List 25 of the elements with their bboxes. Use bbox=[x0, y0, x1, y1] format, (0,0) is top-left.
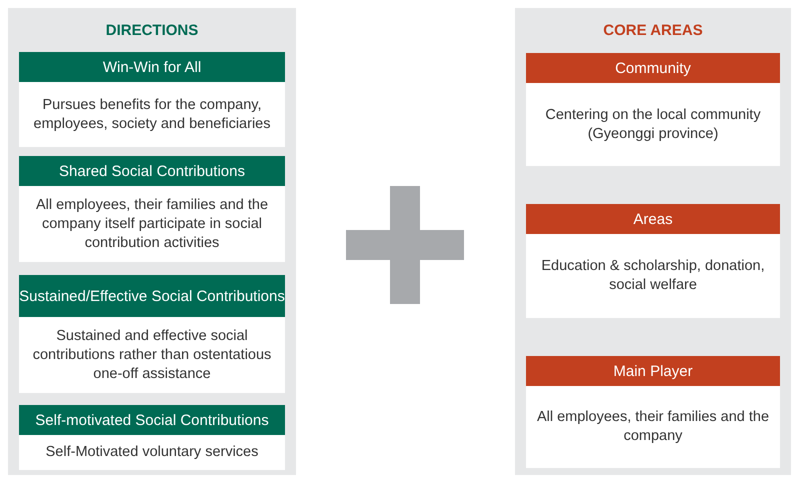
card-text: Centering on the local community (Gyeonggi province) bbox=[544, 106, 762, 144]
card-heading: Main Player bbox=[526, 356, 780, 386]
card bbox=[19, 52, 285, 147]
card-heading: Areas bbox=[526, 204, 780, 234]
card bbox=[19, 405, 285, 470]
card-text: Pursues benefits for the company, employees, society and beneficiaries bbox=[32, 96, 272, 134]
card-heading: Self-motivated Social Contributions bbox=[19, 405, 285, 435]
card-text: Sustained and effective social contributions rather than ostentatious one-off assistance bbox=[32, 326, 272, 384]
card-heading: Shared Social Contributions bbox=[19, 156, 285, 186]
card-text: Self-Motivated voluntary services bbox=[44, 443, 260, 462]
card bbox=[526, 204, 780, 318]
card bbox=[526, 53, 780, 166]
card-heading: Community bbox=[526, 53, 780, 83]
panel-background bbox=[515, 8, 791, 475]
card-text: All employees, their families and the company itself participate in social contribution activities bbox=[34, 196, 270, 252]
card-heading: Win-Win for All bbox=[19, 52, 285, 82]
card-heading: Sustained/Effective Social Contributions bbox=[19, 275, 285, 317]
card bbox=[19, 156, 285, 262]
panel-title: DIRECTIONS bbox=[104, 22, 200, 39]
card-text: Education & scholarship, donation, social welfare bbox=[540, 257, 766, 295]
panel-title: CORE AREAS bbox=[602, 22, 704, 39]
card bbox=[526, 356, 780, 468]
card-text: All employees, their families and the company bbox=[536, 408, 770, 446]
card bbox=[19, 275, 285, 393]
panel-background bbox=[8, 8, 296, 475]
